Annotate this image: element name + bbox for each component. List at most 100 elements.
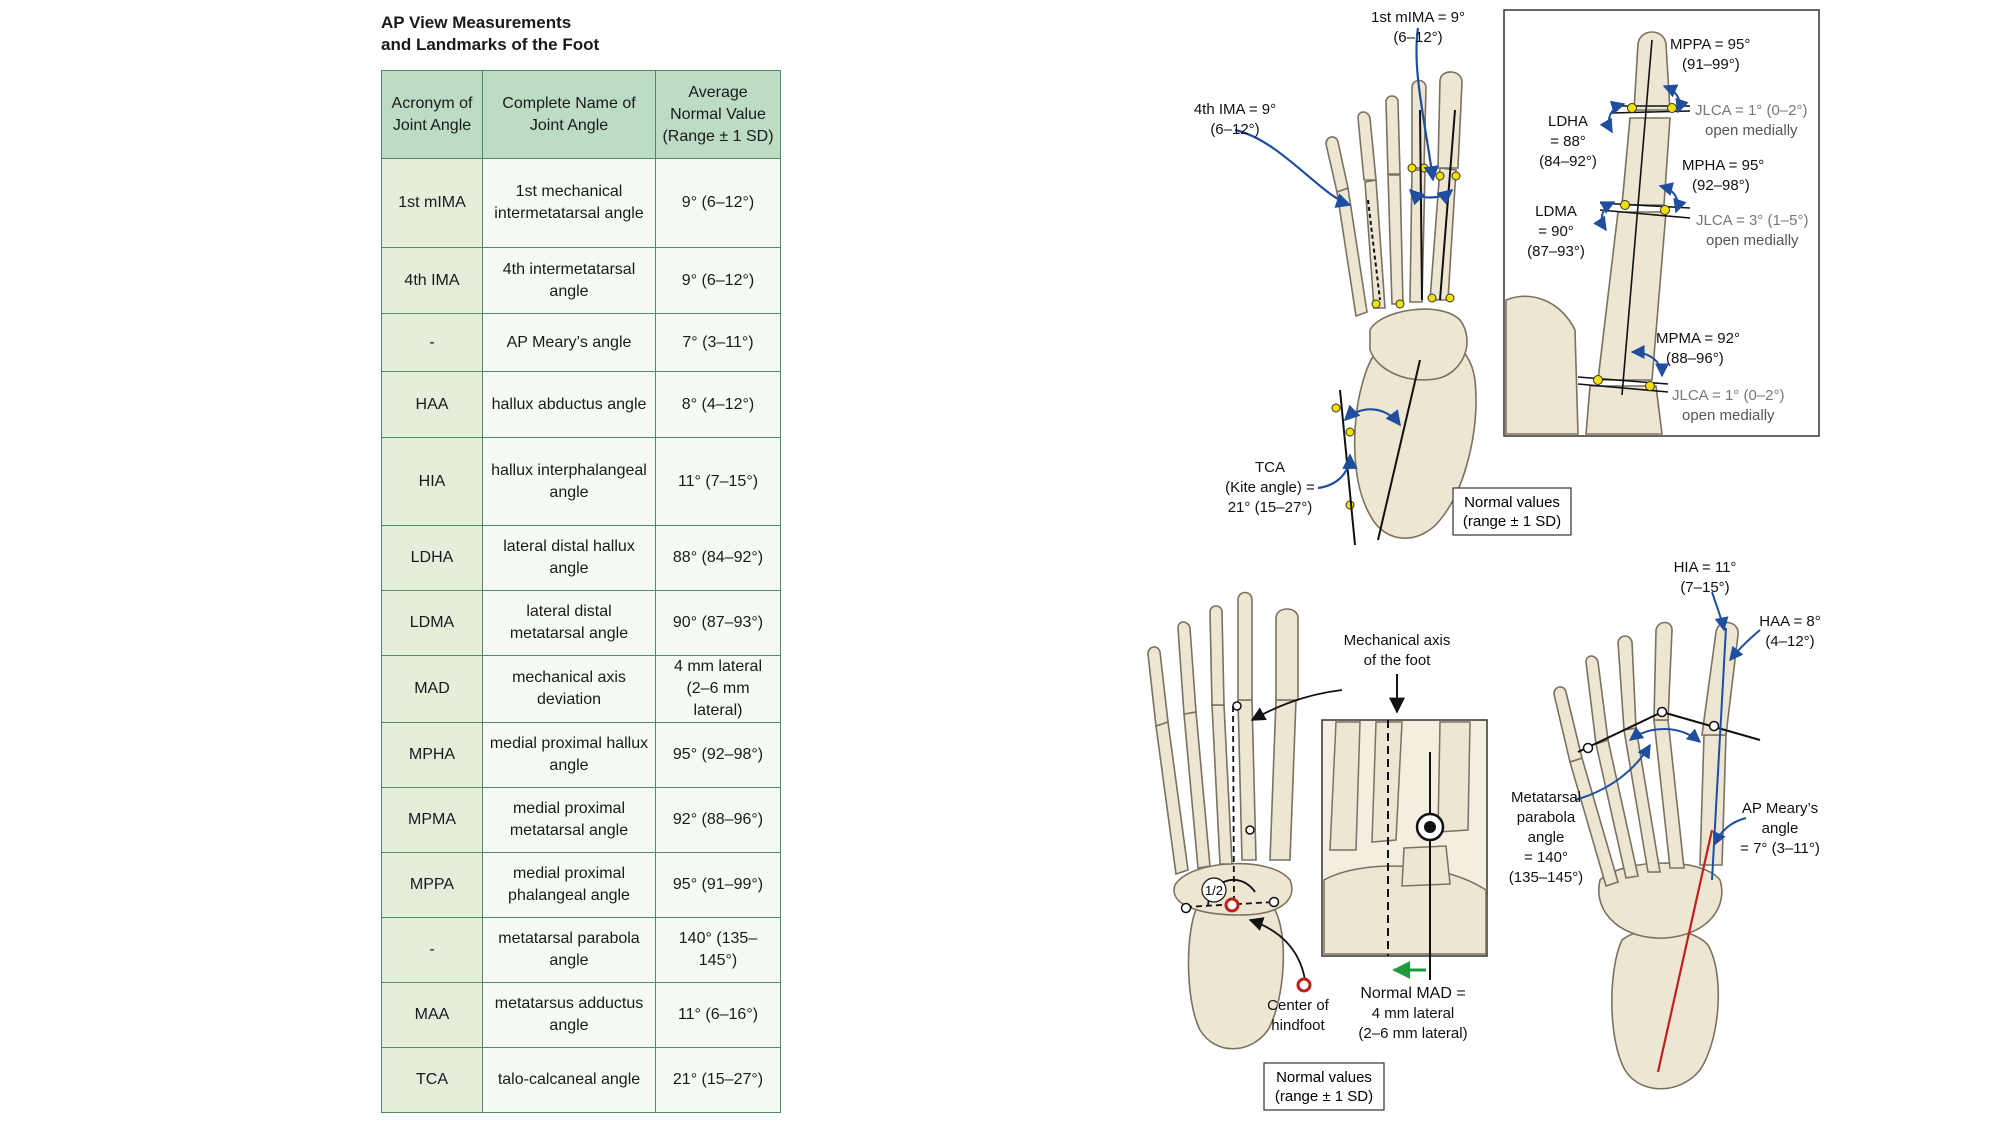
bottom-normal-values-box: Normal values (range ± 1 SD) <box>1263 1062 1385 1111</box>
center-of-hindfoot-label-line-2: hindfoot <box>1271 1017 1325 1034</box>
top-foot-metatarsal-3 <box>1387 174 1404 305</box>
mad-foot-metatarsal-3 <box>1211 704 1233 865</box>
mppa-label-line-2: (91–99°) <box>1682 56 1740 73</box>
right-foot-landmarks <box>1582 706 1720 754</box>
fourth-ima-line <box>1367 199 1381 301</box>
mad-inset-bone-e <box>1401 845 1451 887</box>
mad-inset-bone-b <box>1371 721 1403 843</box>
meary-label-line-3: = 7° (3–11°) <box>1740 840 1820 857</box>
cell-acronym: HIA <box>381 437 483 526</box>
mad-foot-metatarsal-5 <box>1155 720 1189 876</box>
mad-value-labels: Normal MAD = 4 mm lateral (2–6 mm latera… <box>1358 985 1467 1042</box>
cell-name: 4th intermetatarsal angle <box>482 247 656 314</box>
parabola-arrow <box>1574 743 1651 801</box>
landmark-point <box>1445 293 1455 303</box>
mad-foot-metatarsal-2 <box>1237 699 1257 861</box>
cell-name: lateral distal hallux angle <box>482 525 656 591</box>
cell-value: 90° (87–93°) <box>655 590 781 656</box>
top-normal-values-box: Normal values (range ± 1 SD) <box>1452 487 1572 536</box>
cell-acronym: MPMA <box>381 787 483 853</box>
haa-label-line-2: (4–12°) <box>1765 633 1814 650</box>
cell-value: 88° (84–92°) <box>655 525 781 591</box>
cell-value: 8° (4–12°) <box>655 371 781 438</box>
inset-landmark <box>1593 375 1603 385</box>
top-normal-values-line-1: Normal values <box>1464 494 1560 511</box>
bottom-normal-values-line-1: Normal values <box>1276 1069 1372 1086</box>
mppa-label-line-1: MPPA = 95° <box>1670 36 1750 53</box>
right-foot-toe-2 <box>1653 621 1673 721</box>
inset-proximal-phalanx <box>1621 117 1671 206</box>
mechanical-axis-pointer <box>1250 689 1343 721</box>
parabola-landmark <box>1582 742 1594 754</box>
mpha-label-line-2: (92–98°) <box>1692 177 1750 194</box>
cell-name: lateral distal metatarsal angle <box>482 590 656 656</box>
ldma-label-line-1: LDMA <box>1535 203 1577 220</box>
cell-name: medial proximal hallux angle <box>482 722 656 788</box>
inset-landmark <box>1627 103 1637 113</box>
right-foot-hindfoot <box>1611 928 1720 1090</box>
table-title: AP View Measurements and Landmarks of th… <box>381 12 781 56</box>
mad-foot-metatarsal-1 <box>1269 699 1297 861</box>
mechanical-axis-label-line-2: of the foot <box>1364 652 1432 669</box>
parabola-angle-arc <box>1628 726 1702 743</box>
ima-label-line-1: 4th IMA = 9° <box>1194 101 1276 118</box>
mad-foot-landmarks: 1/2 <box>1180 701 1312 993</box>
half-label: 1/2 <box>1205 883 1223 898</box>
top-foot-hindfoot <box>1353 329 1477 539</box>
cell-name: talo-calcaneal angle <box>482 1047 656 1113</box>
cell-acronym: 1st mIMA <box>381 158 483 248</box>
talar-red-axis <box>1656 829 1714 1073</box>
meary-label-line-2: angle <box>1762 820 1799 837</box>
inset-landmark <box>1660 205 1670 215</box>
top-foot-toe-5 <box>1325 136 1349 194</box>
mima-arrow <box>1415 27 1439 182</box>
mpma-label-line-2: (88–96°) <box>1666 350 1724 367</box>
table-header-row: Acronym of Joint Angle Complete Name of … <box>381 70 781 159</box>
cell-name: metatarsal parabola angle <box>482 917 656 983</box>
mad-foot-toe-4 <box>1177 621 1197 715</box>
mad-label-line-2: 4 mm lateral <box>1372 1005 1455 1022</box>
bottom-normal-values-line-2: (range ± 1 SD) <box>1275 1088 1373 1105</box>
meary-label-line-1: AP Meary’s <box>1742 800 1818 817</box>
hia-arrow <box>1711 591 1729 632</box>
landmark-point <box>1395 299 1405 309</box>
tca-arrow <box>1317 453 1358 490</box>
cell-acronym: LDMA <box>381 590 483 656</box>
half-label-circle <box>1201 877 1227 903</box>
landmark-point <box>1407 163 1417 173</box>
landmark-point <box>1451 171 1461 181</box>
top-foot-metatarsal-1 <box>1429 167 1457 301</box>
mad-foot-hindfoot <box>1187 892 1285 1050</box>
inset-landmark <box>1645 381 1655 391</box>
cell-value: 92° (88–96°) <box>655 787 781 853</box>
landmark-point <box>1331 403 1341 413</box>
inset-mppa-arrow <box>1662 84 1689 114</box>
calcaneus-axis <box>1377 359 1421 541</box>
mad-foot-toe-5 <box>1147 646 1169 728</box>
parabola-label-line-1: Metatarsal <box>1511 789 1581 806</box>
mechanical-axis-label-line-1: Mechanical axis <box>1344 632 1451 649</box>
top-foot-midfoot <box>1369 308 1468 381</box>
cell-acronym: MAD <box>381 655 483 723</box>
meary-arrow <box>1712 817 1747 847</box>
mad-inset-bone-a <box>1329 721 1361 851</box>
landmark-point <box>1435 171 1445 181</box>
ldha-label-line-2: = 88° <box>1550 133 1586 150</box>
parabola-label-line-4: = 140° <box>1524 849 1568 866</box>
right-foot-drawing <box>1553 621 1739 1090</box>
inset-jlca-line-3b <box>1577 383 1669 393</box>
cell-acronym: 4th IMA <box>381 247 483 314</box>
cell-name: 1st mechanical intermetatarsal angle <box>482 158 656 248</box>
inset-landmark <box>1620 200 1630 210</box>
right-foot-labels: HIA = 11° (7–15°) HAA = 8° (4–12°) Metat… <box>1509 559 1821 886</box>
ldha-label-line-3: (84–92°) <box>1539 153 1597 170</box>
mpma-label-line-1: MPMA = 92° <box>1656 330 1740 347</box>
cell-value: 11° (6–16°) <box>655 982 781 1048</box>
